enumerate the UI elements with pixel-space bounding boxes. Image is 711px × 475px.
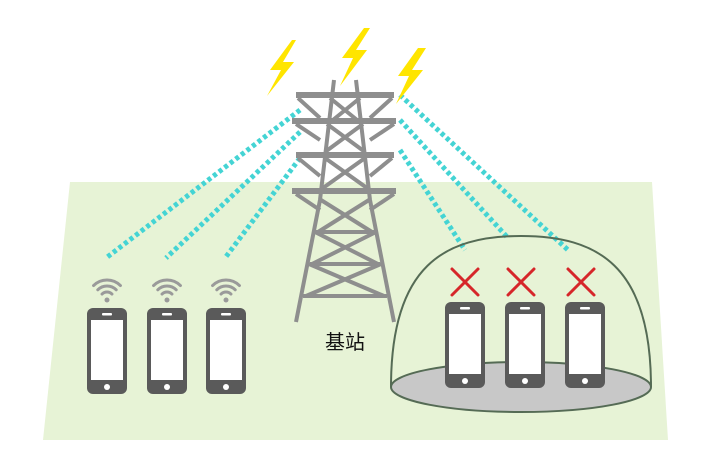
lightning-bolt-icon bbox=[267, 40, 296, 96]
phone-screen bbox=[569, 314, 601, 374]
phone-home-button bbox=[582, 378, 588, 384]
phone-speaker bbox=[580, 307, 590, 310]
phone-speaker bbox=[460, 307, 470, 310]
tower-arm-top bbox=[296, 92, 394, 98]
phone-screen bbox=[449, 314, 481, 374]
transmission-tower-icon bbox=[292, 79, 396, 323]
wifi-arc bbox=[219, 290, 233, 296]
smartphone-icon bbox=[206, 308, 246, 394]
wifi-arc bbox=[152, 278, 182, 288]
tower-body-outline bbox=[294, 79, 396, 323]
lightning-bolt-icon bbox=[340, 28, 370, 86]
lightning-bolt-icon bbox=[396, 48, 426, 104]
phone-speaker bbox=[221, 313, 231, 316]
signal-beam-dome-1 bbox=[397, 148, 468, 252]
cross-stroke bbox=[506, 267, 536, 297]
signal-beam-dome-2 bbox=[398, 118, 510, 240]
lightning-group bbox=[267, 28, 426, 104]
wifi-signal-icon bbox=[211, 278, 241, 303]
wifi-arc bbox=[100, 290, 114, 296]
smartphone-icon bbox=[565, 302, 605, 388]
signal-beam-dome-3 bbox=[398, 93, 570, 252]
wifi-arc bbox=[156, 284, 178, 292]
wifi-dot bbox=[104, 297, 110, 303]
smartphone-icon bbox=[87, 308, 127, 394]
cross-stroke bbox=[450, 267, 480, 297]
wifi-arc bbox=[160, 290, 174, 296]
phone-speaker bbox=[520, 307, 530, 310]
signal-beam-phone-2 bbox=[164, 130, 302, 260]
tower-body-lattice bbox=[303, 96, 387, 298]
smartphone-icon bbox=[445, 302, 485, 388]
phone-screen bbox=[210, 320, 242, 380]
base-station-label: 基站 bbox=[325, 330, 365, 354]
phone-home-button bbox=[104, 384, 110, 390]
dome-shell bbox=[390, 234, 652, 388]
phone-speaker bbox=[102, 313, 112, 316]
phone-home-button bbox=[522, 378, 528, 384]
wifi-signal-icon bbox=[92, 278, 122, 303]
cross-stroke bbox=[566, 267, 596, 297]
tower-arm-bracing bbox=[294, 96, 396, 212]
tower-arm-lower bbox=[292, 188, 396, 194]
wifi-arc bbox=[215, 284, 237, 292]
phones-unshielded bbox=[87, 308, 246, 394]
tower-arm-middle bbox=[296, 152, 394, 158]
smartphone-icon bbox=[505, 302, 545, 388]
wifi-arc bbox=[92, 278, 122, 288]
phone-screen bbox=[151, 320, 183, 380]
phone-home-button bbox=[164, 384, 170, 390]
cross-mark-icon bbox=[506, 267, 536, 297]
wifi-signal-group bbox=[92, 278, 241, 303]
wifi-arc bbox=[211, 278, 241, 288]
phone-screen bbox=[509, 314, 541, 374]
cross-mark-icon bbox=[566, 267, 596, 297]
cross-mark-icon bbox=[450, 267, 480, 297]
smartphone-icon bbox=[147, 308, 187, 394]
phone-home-button bbox=[462, 378, 468, 384]
wifi-dot bbox=[164, 297, 170, 303]
wifi-dot bbox=[223, 297, 229, 303]
wifi-signal-icon bbox=[152, 278, 182, 303]
phone-speaker bbox=[162, 313, 172, 316]
blocked-marks bbox=[450, 267, 596, 297]
signal-beam-phone-1 bbox=[104, 108, 302, 260]
phone-screen bbox=[91, 320, 123, 380]
wifi-arc bbox=[96, 284, 118, 292]
phones-shielded bbox=[445, 302, 605, 388]
signal-beams bbox=[104, 93, 570, 260]
tower-arm-upper bbox=[292, 118, 396, 124]
phone-home-button bbox=[223, 384, 229, 390]
